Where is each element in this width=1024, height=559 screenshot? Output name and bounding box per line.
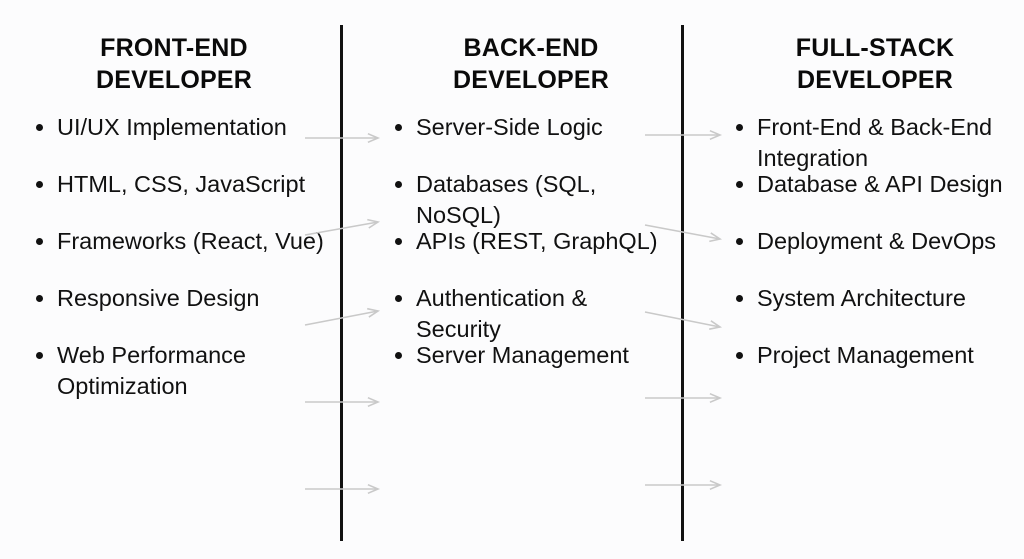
bullet-icon xyxy=(736,295,743,302)
column-title-full-stack: FULL-STACK DEVELOPER xyxy=(795,34,955,94)
list-item-label: HTML, CSS, JavaScript xyxy=(57,171,306,197)
list-item-label: Database & API Design xyxy=(757,171,1003,197)
list-item-label: Server Management xyxy=(416,342,629,368)
list-item: Front-End & Back-End Integration xyxy=(736,112,1014,172)
column-front-end: FRONT-END DEVELOPER UI/UX Implementation… xyxy=(0,0,340,559)
list-item: Server Management xyxy=(395,340,667,397)
list-item: Server-Side Logic xyxy=(395,112,667,169)
list-item-label: Databases (SQL, NoSQL) xyxy=(416,171,597,229)
column-full-stack: FULL-STACK DEVELOPER Front-End & Back-En… xyxy=(684,0,1024,559)
list-item: UI/UX Implementation xyxy=(36,112,326,169)
list-item: Web Performance Optimization xyxy=(36,340,326,400)
list-item: Databases (SQL, NoSQL) xyxy=(395,169,667,229)
bullet-icon xyxy=(395,352,402,359)
skill-list-front-end: UI/UX Implementation HTML, CSS, JavaScri… xyxy=(36,112,326,400)
list-item: Responsive Design xyxy=(36,283,326,340)
skill-list-full-stack: Front-End & Back-End Integration Databas… xyxy=(736,112,1014,397)
bullet-icon xyxy=(395,124,402,131)
list-item-label: Web Performance Optimization xyxy=(57,342,246,400)
bullet-icon xyxy=(36,124,43,131)
list-item: Deployment & DevOps xyxy=(736,226,1014,283)
bullet-icon xyxy=(395,295,402,302)
bullet-icon xyxy=(395,238,402,245)
bullet-icon xyxy=(736,181,743,188)
list-item: APIs (REST, GraphQL) xyxy=(395,226,667,283)
list-item: Database & API Design xyxy=(736,169,1014,226)
list-item-label: Front-End & Back-End Integration xyxy=(757,114,993,172)
bullet-icon xyxy=(36,352,43,359)
list-item-label: Frameworks (React, Vue) xyxy=(57,228,324,254)
list-item-label: Authentication & Security xyxy=(416,285,588,343)
list-item: HTML, CSS, JavaScript xyxy=(36,169,326,226)
list-item-label: Project Management xyxy=(757,342,974,368)
bullet-icon xyxy=(36,238,43,245)
list-item: Project Management xyxy=(736,340,1014,397)
list-item-label: Deployment & DevOps xyxy=(757,228,997,254)
bullet-icon xyxy=(736,238,743,245)
skill-list-back-end: Server-Side Logic Databases (SQL, NoSQL)… xyxy=(395,112,667,397)
list-item: Frameworks (React, Vue) xyxy=(36,226,326,283)
list-item-label: UI/UX Implementation xyxy=(57,114,287,140)
bullet-icon xyxy=(736,124,743,131)
list-item: Authentication & Security xyxy=(395,283,667,343)
column-divider-2 xyxy=(681,25,684,541)
bullet-icon xyxy=(36,181,43,188)
bullet-icon xyxy=(36,295,43,302)
list-item-label: System Architecture xyxy=(757,285,966,311)
column-title-back-end: BACK-END DEVELOPER xyxy=(453,34,609,94)
list-item-label: APIs (REST, GraphQL) xyxy=(416,228,658,254)
bullet-icon xyxy=(736,352,743,359)
list-item-label: Responsive Design xyxy=(57,285,260,311)
column-title-front-end: FRONT-END DEVELOPER xyxy=(96,34,252,94)
list-item-label: Server-Side Logic xyxy=(416,114,603,140)
bullet-icon xyxy=(395,181,402,188)
list-item: System Architecture xyxy=(736,283,1014,340)
column-divider-1 xyxy=(340,25,343,541)
column-back-end: BACK-END DEVELOPER Server-Side Logic Dat… xyxy=(343,0,681,559)
